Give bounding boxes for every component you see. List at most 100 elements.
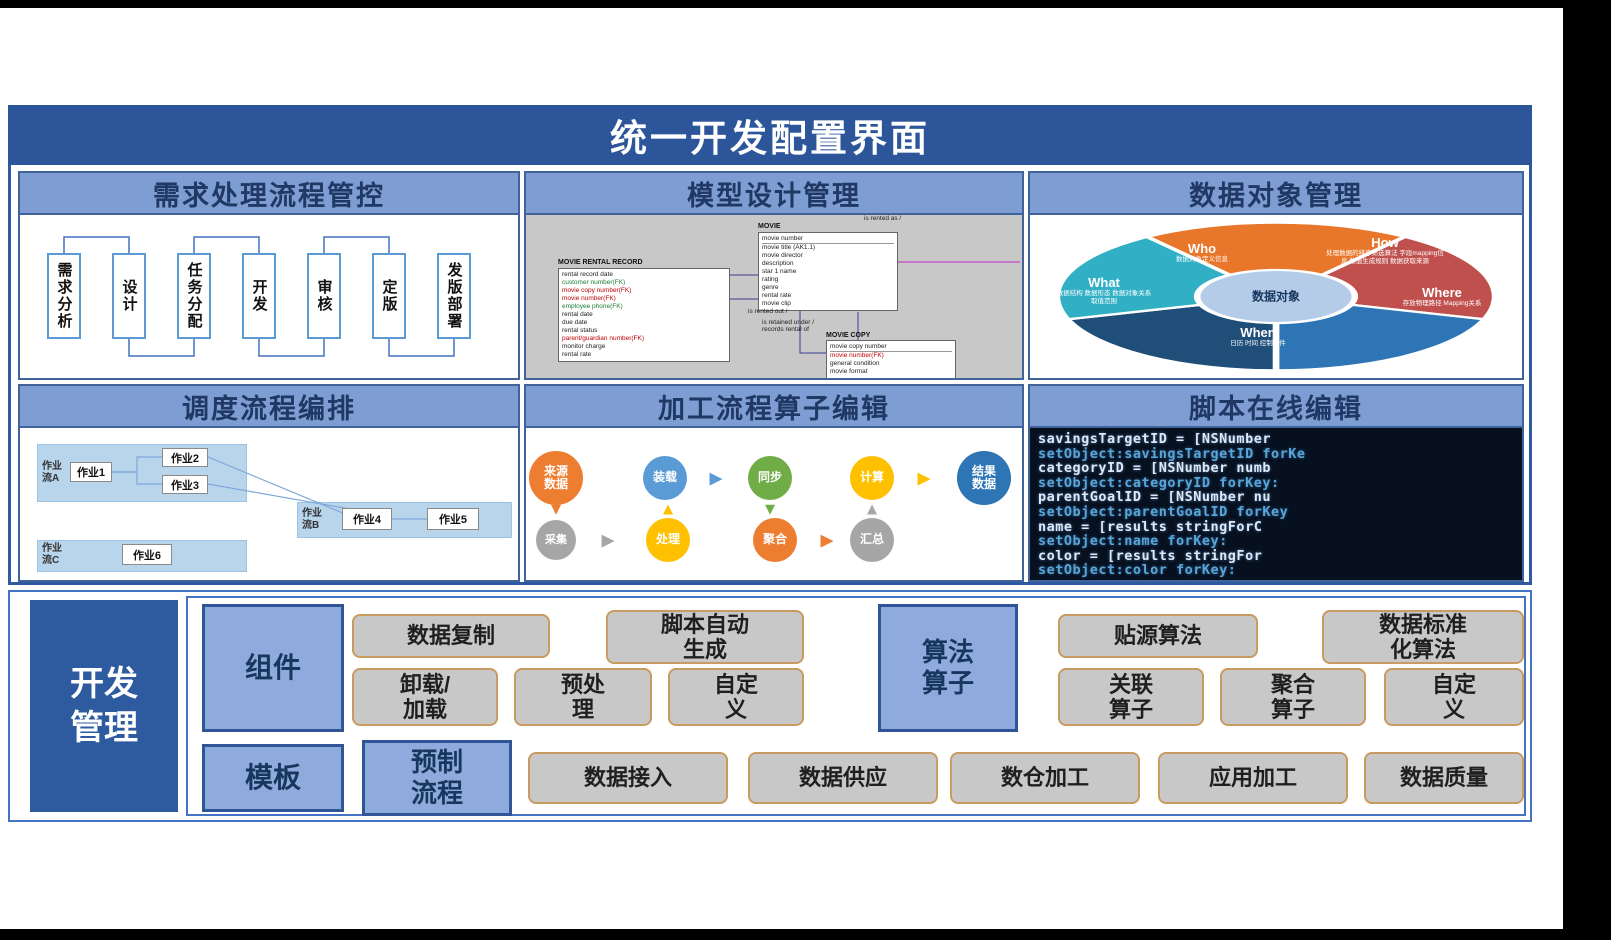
er-edge-label: records rental of (762, 326, 809, 333)
er-table-name-2: MOVIE (758, 223, 781, 230)
er-row: movie number (762, 235, 894, 244)
category-templates: 模板 (202, 744, 344, 812)
code-line: name = [results stringForC (1038, 518, 1263, 535)
code-line: setObject:parentGoalID forKey (1038, 503, 1289, 520)
er-row: general condition (830, 360, 880, 367)
op-circle-source-data: 来源 数据 (529, 451, 583, 505)
er-row: rental date (562, 311, 593, 318)
wheel-label-how-name: How (1371, 235, 1399, 250)
wheel-label-who-desc: 数据对象定义信息 (1176, 256, 1228, 263)
category-prebuilt-flows: 预制 流程 (362, 740, 512, 816)
er-row: due date (562, 319, 588, 326)
er-table-movie: movie number movie title (AK1.1) movie d… (758, 232, 898, 311)
button-script-autogen: 脚本自动 生成 (606, 610, 804, 664)
er-table-name-1: MOVIE RENTAL RECORD (558, 259, 643, 266)
button-warehouse-processing: 数仓加工 (950, 752, 1140, 804)
panel-scheduling-title: 调度流程编排 (182, 393, 356, 424)
wheel-label-what-name: What (1088, 275, 1120, 290)
code-line: color = [results stringFor (1038, 547, 1263, 564)
code-line: parentGoalID = [NSNumber nu (1038, 489, 1271, 506)
er-row: rental record date (562, 271, 613, 278)
wheel-label-when: When 日历 时间 控制条件 (1216, 326, 1300, 348)
wheel-label-when-desc: 日历 时间 控制条件 (1230, 340, 1286, 347)
flow-group-a-label: 作业 流A (42, 461, 62, 484)
button-preprocess: 预处 理 (514, 668, 652, 726)
er-edge-label: is rented out / (748, 308, 788, 315)
er-row: movie number(FK) (562, 295, 616, 302)
op-circle-load: 装载 (643, 456, 687, 500)
button-data-ingestion: 数据接入 (528, 752, 728, 804)
panel-scheduling-body: 作业 流A 作业 流B 作业 流C 作业1 作业2 作业3 作业4 作业5 作业… (20, 428, 518, 580)
er-row: rental rate (762, 292, 792, 299)
panel-operators: 加工流程算子编辑 来源 数据 装载 ▶ 同步 计算 ▶ 结果 数据 ▼ ▲ ▼ … (524, 384, 1024, 582)
panel-model-header: 模型设计管理 (526, 173, 1022, 215)
job-box-2: 作业2 (162, 448, 208, 467)
er-row: parent/guardian number(FK) (562, 335, 645, 342)
code-line: setObject:savingsTargetID forKe (1038, 445, 1306, 462)
arrow-right-icon: ▶ (820, 530, 834, 550)
panel-dataobject-body: Who 数据对象定义信息 How 处理数据的排序筛选算法 字段mapping信息… (1030, 215, 1522, 378)
flow-step-2: 设计 (112, 253, 146, 339)
code-line: setObject:color forKey: (1038, 562, 1237, 579)
panel-scheduling-header: 调度流程编排 (20, 386, 518, 428)
button-unload-load: 卸载/ 加载 (352, 668, 498, 726)
er-table-name-3: MOVIE COPY (826, 332, 871, 339)
flow-step-3: 任务分配 (177, 253, 211, 339)
job-box-4: 作业4 (342, 508, 392, 530)
er-row: rental status (562, 327, 598, 334)
code-line: savingsTargetID = [NSNumber (1038, 431, 1271, 447)
category-components: 组件 (202, 604, 344, 732)
wheel-label-what-desc: 数据结构 数据形态 数据对象关系 取值范围 (1056, 290, 1152, 305)
panel-model-title: 模型设计管理 (687, 180, 861, 211)
arrow-right-icon: ▶ (709, 468, 723, 488)
panel-requirements-body: 需求分析 设计 任务分配 开发 审核 定版 发版部署 (20, 215, 518, 378)
button-standardization-algorithm: 数据标准 化算法 (1322, 610, 1524, 664)
op-circle-summarize: 汇总 (850, 518, 894, 562)
er-row: employee phone(FK) (562, 303, 623, 310)
wheel-label-who-name: Who (1187, 241, 1217, 256)
op-circle-aggregate: 聚合 (753, 518, 797, 562)
panel-script-body: savingsTargetID = [NSNumber setObject:sa… (1030, 428, 1522, 580)
job-box-5: 作业5 (427, 508, 479, 530)
button-data-supply: 数据供应 (748, 752, 938, 804)
panel-scheduling: 调度流程编排 作业 流A 作业 流B 作业 流C 作业1 作业2 作业3 作业4… (18, 384, 520, 582)
panel-operators-header: 加工流程算子编辑 (526, 386, 1022, 428)
button-custom-component: 自定 义 (668, 668, 804, 726)
job-connectors (112, 456, 427, 520)
code-line: categoryID = [NSNumber numb (1038, 460, 1271, 477)
op-circle-process: 处理 (646, 518, 690, 562)
flow-group-b-label: 作业 流B (302, 508, 322, 531)
op-circle-collect: 采集 (536, 520, 576, 560)
panel-requirements-title: 需求处理流程管控 (153, 180, 385, 211)
panel-dataobject: 数据对象管理 Who 数据对象定义信息 How 处理数据的排序筛选算法 字段ma… (1028, 171, 1524, 380)
button-application-processing: 应用加工 (1158, 752, 1348, 804)
page-title: 统一开发配置界面 (8, 105, 1532, 165)
op-circle-sync: 同步 (748, 456, 792, 500)
wheel-label-where: Where 存放物理路径 Mapping关系 (1396, 286, 1488, 308)
arrow-up-icon: ▲ (863, 499, 881, 519)
panel-operators-title: 加工流程算子编辑 (658, 393, 890, 424)
panel-requirements-header: 需求处理流程管控 (20, 173, 518, 215)
flow-group-c-label: 作业 流C (42, 543, 62, 566)
er-row: movie format (830, 368, 868, 375)
er-row: movie director (762, 252, 803, 259)
panel-operators-body: 来源 数据 装载 ▶ 同步 计算 ▶ 结果 数据 ▼ ▲ ▼ ▲ 采集 ▶ 处理… (526, 428, 1022, 580)
er-row: rating (762, 276, 779, 283)
er-row: movie copy number(FK) (562, 287, 632, 294)
er-table-movie-rental-record: rental record date customer number(FK) m… (558, 268, 730, 362)
arrow-down-icon: ▼ (547, 499, 565, 519)
er-row: movie copy number (830, 343, 952, 352)
op-circle-compute: 计算 (850, 456, 894, 500)
button-custom-operator: 自定 义 (1384, 668, 1524, 726)
panel-dataobject-title: 数据对象管理 (1189, 180, 1363, 211)
code-line: setObject:name forKey: (1038, 533, 1228, 550)
job-box-3: 作业3 (162, 475, 208, 494)
code-line: setObject:categoryID forKey: (1038, 474, 1280, 491)
button-join-operator: 关联 算子 (1058, 668, 1204, 726)
panel-model-body: MOVIE RENTAL RECORD rental record date c… (526, 215, 1022, 378)
development-management-label: 开发 管理 (30, 600, 178, 812)
button-source-algorithm: 贴源算法 (1058, 614, 1258, 658)
wheel-label-how: How 处理数据的排序筛选算法 字段mapping信息 数值生成规则 数据获取来… (1325, 236, 1445, 266)
er-row: monitor charge (562, 343, 606, 350)
